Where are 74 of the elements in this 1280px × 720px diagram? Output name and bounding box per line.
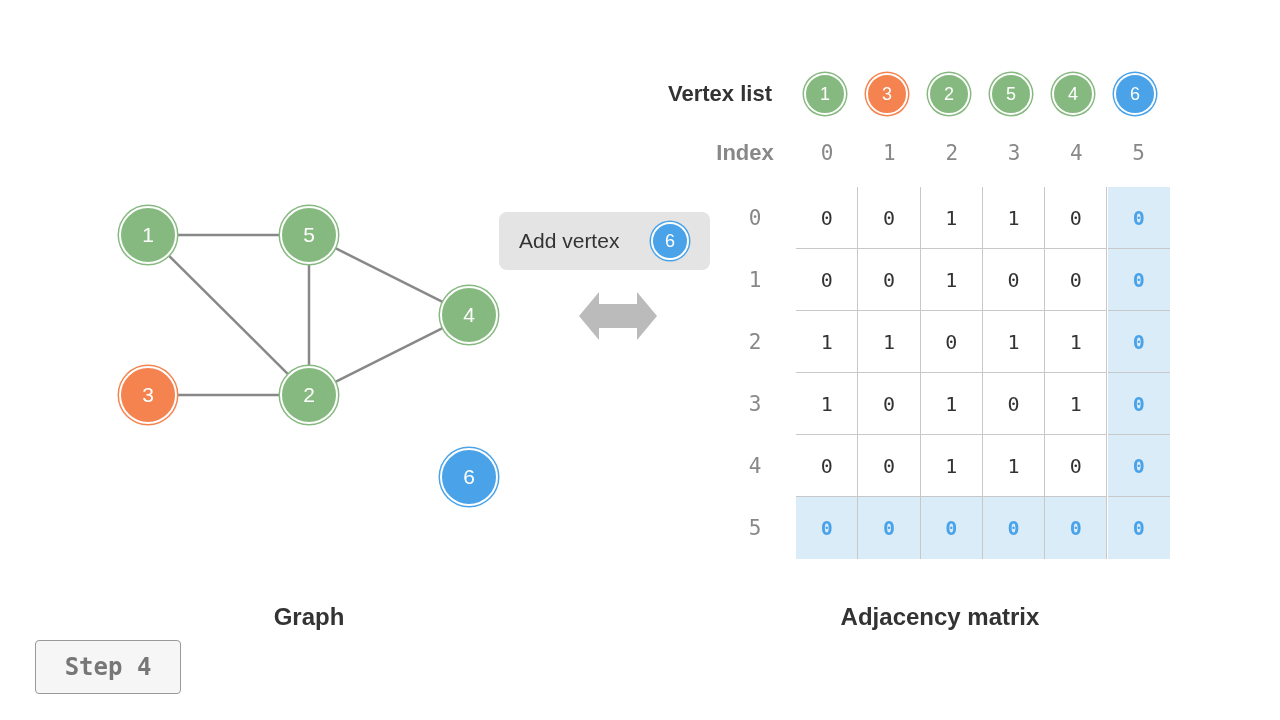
matrix-cell: 1 (1045, 373, 1108, 435)
matrix-cell: 0 (1107, 187, 1170, 249)
index-number: 5 (748, 516, 762, 540)
caption: Graph (273, 603, 345, 631)
matrix-cell: 0 (1107, 435, 1170, 497)
vertex-circle: 6 (1114, 73, 1156, 115)
index-number: 3 (1007, 141, 1021, 165)
vertex-circle: 1 (804, 73, 846, 115)
vertex-circle: 4 (1052, 73, 1094, 115)
matrix-cell: 1 (920, 373, 983, 435)
index-number: 4 (1070, 141, 1083, 165)
matrix-cell: 1 (982, 435, 1046, 497)
graph-edge (177, 233, 280, 237)
step-label: Step 4 (35, 640, 181, 694)
index-number: 1 (748, 268, 762, 292)
vertex-circle: 6 (651, 222, 689, 260)
vertex-circle: 4 (440, 286, 498, 344)
graph-edge (177, 393, 280, 397)
caption: Adjacency matrix (840, 603, 1040, 631)
vertex-circle: 5 (280, 206, 338, 264)
index-number: 3 (748, 392, 762, 416)
vertex-circle: 2 (928, 73, 970, 115)
index-number: 5 (1132, 141, 1145, 165)
index-number: 0 (748, 206, 762, 230)
row-heading: Index (716, 140, 774, 166)
matrix-cell: 0 (858, 187, 921, 249)
matrix-cell: 1 (982, 311, 1046, 373)
matrix-cell: 0 (982, 249, 1046, 311)
graph-edge (307, 264, 311, 366)
matrix-cell: 0 (796, 249, 859, 311)
matrix-cell: 0 (1107, 497, 1170, 559)
vertex-circle: 5 (990, 73, 1032, 115)
index-number: 1 (883, 141, 896, 165)
graph-edge (334, 326, 444, 384)
matrix-cell: 0 (858, 435, 921, 497)
matrix-cell: 0 (796, 497, 859, 559)
graph-edge (334, 246, 444, 304)
matrix-cell: 1 (796, 311, 859, 373)
matrix-cell: 0 (796, 187, 859, 249)
vertex-circle: 3 (119, 366, 177, 424)
matrix-cell: 0 (1045, 497, 1108, 559)
index-number: 2 (748, 330, 762, 354)
vertex-circle: 1 (119, 206, 177, 264)
graph-edge (167, 254, 290, 376)
matrix-cell: 1 (1045, 311, 1108, 373)
matrix-cell: 0 (1045, 187, 1108, 249)
vertex-circle: 2 (280, 366, 338, 424)
row-heading: Vertex list (668, 81, 772, 107)
matrix-cell: 0 (1107, 249, 1170, 311)
matrix-cell: 0 (920, 311, 983, 373)
index-number: 2 (945, 141, 959, 165)
vertex-circle: 3 (866, 73, 908, 115)
vertex-circle: 6 (440, 448, 498, 506)
matrix-cell: 1 (982, 187, 1046, 249)
matrix-cell: 1 (920, 435, 983, 497)
matrix-cell: 0 (982, 497, 1046, 559)
matrix-cell: 0 (1045, 249, 1108, 311)
callout-text: Add vertex (519, 229, 620, 253)
index-number: 0 (820, 141, 834, 165)
matrix-cell: 0 (796, 435, 859, 497)
matrix-cell: 0 (1045, 435, 1108, 497)
matrix-cell: 0 (920, 497, 983, 559)
matrix-cell: 0 (1107, 373, 1170, 435)
index-number: 4 (748, 454, 762, 478)
matrix-cell: 1 (920, 249, 983, 311)
matrix-cell: 1 (920, 187, 983, 249)
callout-box (499, 212, 710, 270)
matrix-cell: 0 (858, 249, 921, 311)
matrix-cell: 1 (858, 311, 921, 373)
matrix-cell: 0 (982, 373, 1046, 435)
matrix-cell: 0 (858, 497, 921, 559)
matrix-cell: 0 (858, 373, 921, 435)
matrix-cell: 1 (796, 373, 859, 435)
matrix-cell: 0 (1107, 311, 1170, 373)
